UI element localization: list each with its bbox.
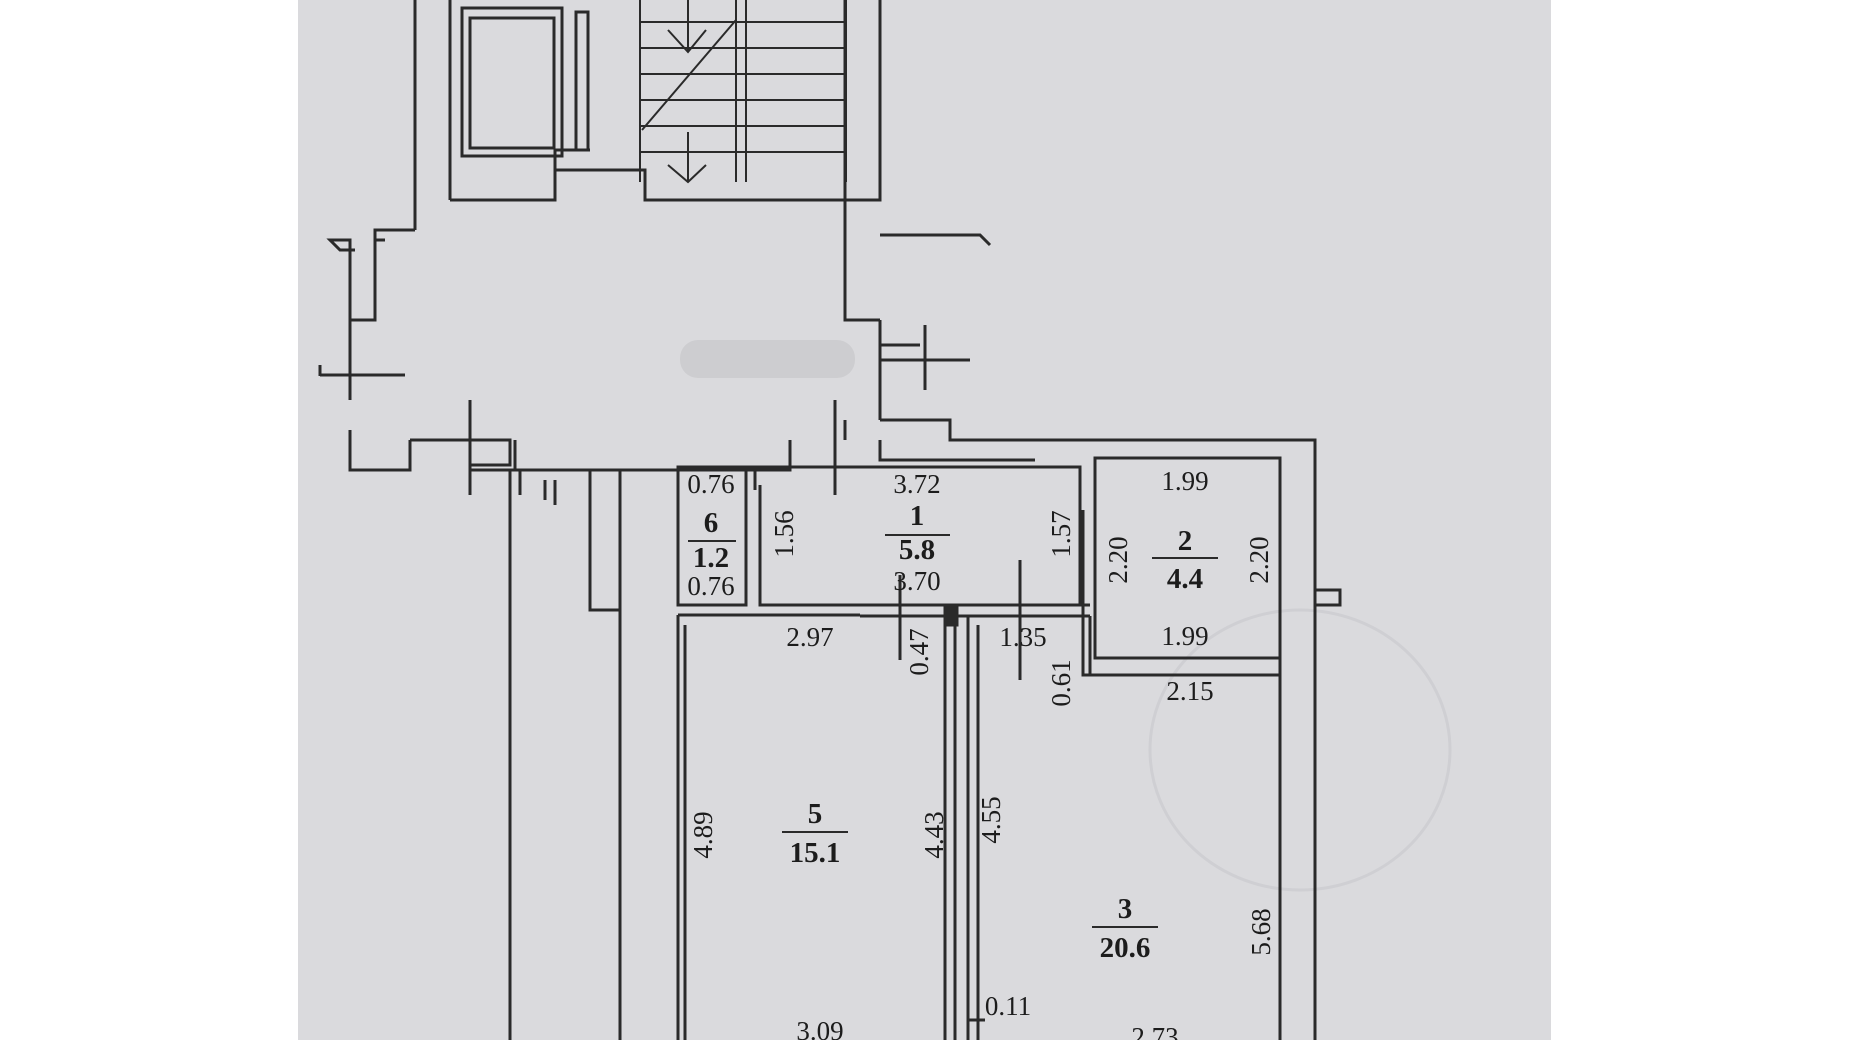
room-2-outline <box>1093 456 1282 660</box>
dim-gap: 0.11 <box>985 991 1031 1021</box>
room-3-number: 3 <box>1118 893 1133 925</box>
outer-wall-left <box>508 468 622 1040</box>
dim-r1-top: 3.72 <box>893 469 940 499</box>
room-3-outline <box>966 616 985 1040</box>
dim-r3-left: 4.55 <box>976 796 1006 843</box>
dim-r2-right: 2.20 <box>1244 536 1274 583</box>
dim-r3-bottom: 2.73 <box>1131 1022 1178 1040</box>
outer-wall-nub <box>1315 588 1342 607</box>
stair-walls <box>413 0 882 235</box>
entry-door <box>543 480 557 505</box>
dim-r3-top: 2.15 <box>1166 676 1213 706</box>
room-6-number: 6 <box>704 507 719 539</box>
dim-r6-top: 0.76 <box>687 469 734 499</box>
room-1-area: 5.8 <box>899 534 935 566</box>
room-5-post <box>943 603 959 627</box>
lobby-door-left <box>318 365 405 377</box>
entry-wall-mid <box>513 440 792 472</box>
dim-r5-left: 4.89 <box>688 811 718 858</box>
outer-wall-right <box>878 418 1317 1040</box>
redacted-mark <box>680 340 855 378</box>
room-labels: 6 1.2 1 5.8 2 4.4 5 15.1 3 20.6 <box>688 500 1218 964</box>
dim-r3-right: 5.68 <box>1246 908 1276 955</box>
dim-corridor-a: 2.97 <box>786 622 833 652</box>
room-6-area: 1.2 <box>693 542 729 574</box>
room-5-outline <box>676 605 957 1040</box>
walls <box>318 0 1342 1040</box>
stair-steps <box>639 0 847 184</box>
dim-corridor-b: 0.47 <box>904 628 934 675</box>
lobby-door-right <box>880 325 970 390</box>
room-5-number: 5 <box>808 798 823 830</box>
dim-r6-bottom: 0.76 <box>687 571 734 601</box>
room-2-number: 2 <box>1178 525 1193 557</box>
elevator-box <box>460 6 564 158</box>
dim-r2-bottom: 1.99 <box>1161 621 1208 651</box>
dim-r5-right: 4.43 <box>919 811 949 858</box>
room-2-area: 4.4 <box>1167 563 1203 595</box>
paper-sheet <box>298 0 1551 1040</box>
dim-r1-left: 1.56 <box>769 510 799 557</box>
dim-r2-top: 1.99 <box>1161 466 1208 496</box>
elevator-inner <box>468 16 556 150</box>
corridor-wall <box>860 603 1090 618</box>
dimension-labels: 0.76 0.76 1.56 3.72 3.70 1.57 1.99 2.20 … <box>687 466 1276 1040</box>
lobby-right-wall <box>843 233 992 440</box>
room-1-number: 1 <box>910 500 925 532</box>
lobby-left-wall <box>326 228 415 472</box>
faded-stamp <box>1148 608 1452 892</box>
dim-r1-bottom: 3.70 <box>893 566 940 596</box>
room-5-area: 15.1 <box>790 837 841 869</box>
dim-corridor-c: 1.35 <box>999 622 1046 652</box>
room-3-area: 20.6 <box>1100 932 1151 964</box>
room-6-outline <box>676 465 748 607</box>
dim-corridor-d: 0.61 <box>1046 659 1076 706</box>
dim-r2-left: 2.20 <box>1103 536 1133 583</box>
elevator-sill <box>553 148 590 170</box>
dim-r5-bottom: 3.09 <box>796 1016 843 1040</box>
dim-r1-right: 1.57 <box>1046 510 1076 557</box>
